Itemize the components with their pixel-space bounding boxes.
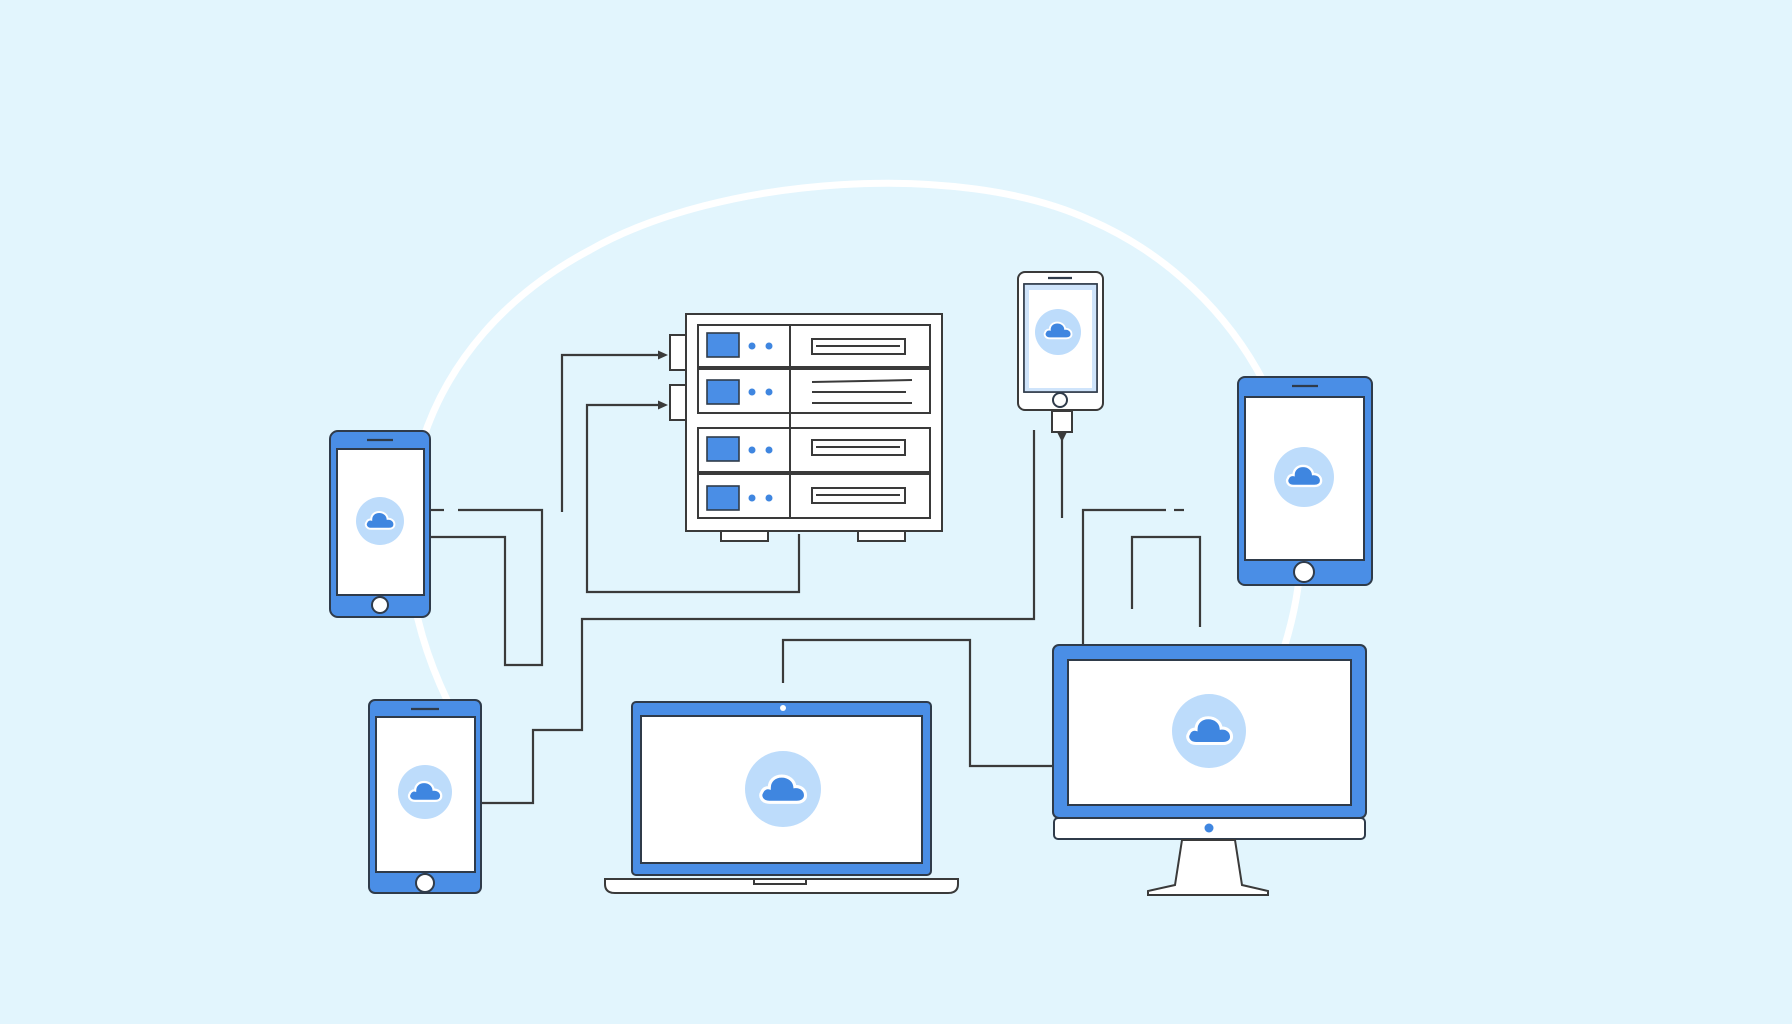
connector-phone-lower-to-charging-phone [481,430,1036,805]
drive-3 [706,436,740,462]
laptop-base [604,878,959,894]
tablet-right [1237,376,1373,586]
led [765,342,773,350]
charging-plug [1057,432,1067,442]
connector-desktop-to-tablet-b [1130,535,1202,627]
led [748,446,756,454]
drive-1 [706,332,740,358]
charging-cable-icon [1051,410,1073,433]
home-button [415,873,435,893]
home-button [1293,561,1315,583]
led [765,388,773,396]
led [765,494,773,502]
rack-foot-left [720,530,769,542]
connector-desktop-to-tablet-a [1081,508,1166,645]
smartphone-charging [1017,271,1104,442]
home-button [1052,392,1068,408]
home-button [371,596,389,614]
connector-phone-upper-a [430,508,544,667]
arrow-rack-port-2 [658,400,668,410]
connector-to-rack-port-2 [585,403,801,594]
connector-lines [430,350,1202,805]
server-rack [669,313,943,542]
connector-laptop-to-desktop [781,638,1053,768]
drive-slot-lines [811,338,913,504]
laptop [604,701,959,894]
led [748,494,756,502]
smartphone-left-upper [329,430,431,618]
arrow-rack-port-1 [658,350,668,360]
desktop-monitor [1052,644,1367,896]
smartphone-left-lower [368,699,482,894]
drive-2 [706,379,740,405]
connector-to-rack-port-1 [560,353,664,512]
led [748,388,756,396]
led [748,342,756,350]
power-led [1204,823,1214,833]
webcam-icon [780,705,786,711]
monitor-stand [1147,839,1269,896]
laptop-trackpad-notch [753,878,807,885]
rack-foot-right [857,530,906,542]
rack-port-1 [669,334,687,371]
led [765,446,773,454]
rack-port-2 [669,384,687,421]
drive-4 [706,485,740,511]
